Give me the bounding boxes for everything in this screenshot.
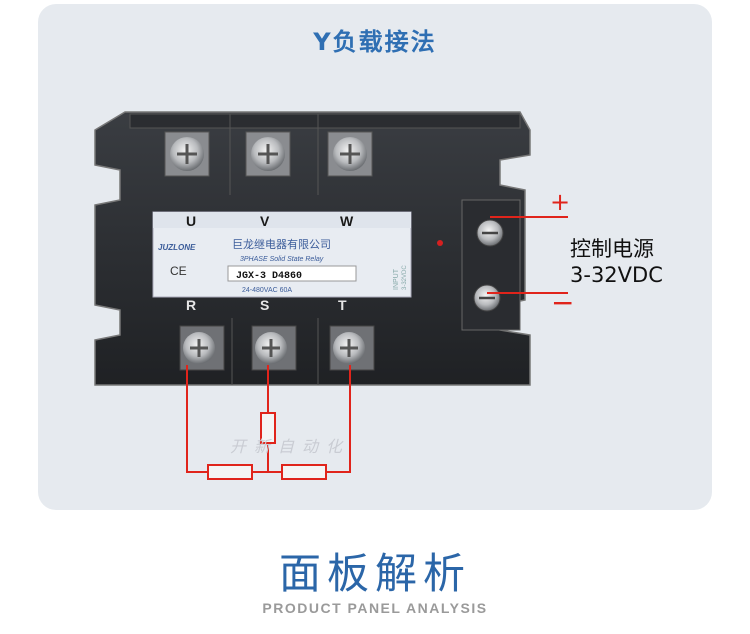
terminal-label-v: V: [260, 213, 270, 229]
bottom-screw-r: [179, 325, 225, 371]
minus-sign: −: [551, 286, 574, 319]
nameplate: [152, 211, 412, 298]
wiring-title: Y负载接法: [313, 28, 437, 56]
control-power-label: 控制电源: [570, 237, 654, 261]
ce-mark: CE: [170, 264, 187, 278]
brand-logo: JUZLONE: [158, 243, 196, 252]
top-screw-v: [245, 131, 291, 177]
rating-text: 24-480VAC 60A: [242, 287, 292, 294]
status-led: [437, 240, 443, 246]
terminal-label-u: U: [186, 213, 196, 229]
section-subtitle: PRODUCT PANEL ANALYSIS: [262, 600, 488, 616]
top-screw-u: [164, 131, 210, 177]
input-screw-minus: [473, 284, 501, 312]
control-voltage-label: 3-32VDC: [570, 263, 663, 287]
control-wires: [487, 216, 568, 294]
terminal-label-w: W: [340, 213, 354, 229]
terminal-label-r: R: [186, 297, 196, 313]
section-title: 面板解析: [278, 549, 471, 598]
watermark: 开新自动化: [230, 437, 350, 456]
input-screw-plus: [476, 219, 504, 247]
product-name: 3PHASE Solid State Relay: [240, 256, 324, 263]
input-label: INPUT: [393, 268, 400, 290]
bottom-screw-t: [329, 325, 375, 371]
top-screw-w: [327, 131, 373, 177]
input-range-label: 3-32VDC: [402, 265, 408, 290]
terminal-label-s: S: [260, 297, 269, 313]
terminal-label-t: T: [338, 297, 347, 313]
plus-sign: +: [550, 188, 570, 216]
model-number: JGX-3 D4860: [236, 271, 302, 282]
company-name: 巨龙继电器有限公司: [232, 237, 331, 251]
y-load-wiring: [186, 365, 351, 480]
bottom-screw-s: [251, 325, 297, 371]
